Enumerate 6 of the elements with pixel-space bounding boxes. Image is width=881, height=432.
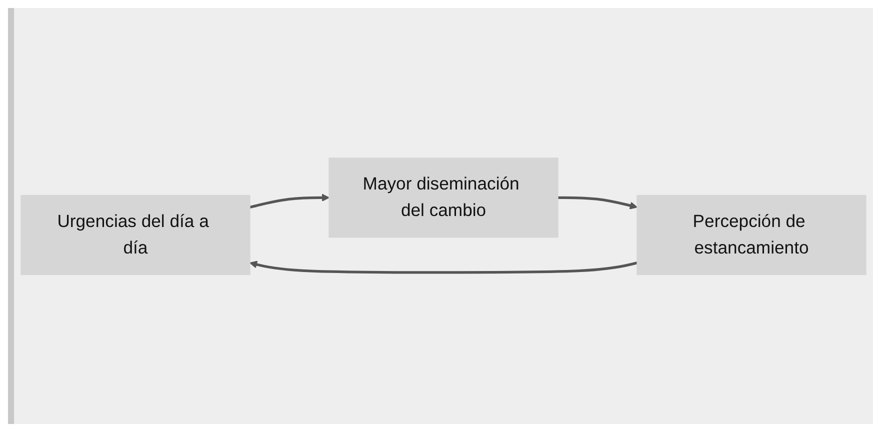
- arrow: [250, 260, 638, 274]
- arrow: [558, 196, 638, 210]
- node-box: Mayor diseminación del cambio: [328, 157, 558, 238]
- node-box: Urgencias del día a día: [20, 194, 250, 275]
- arrow: [250, 193, 330, 208]
- node-box: Percepción de estancamiento: [636, 194, 866, 275]
